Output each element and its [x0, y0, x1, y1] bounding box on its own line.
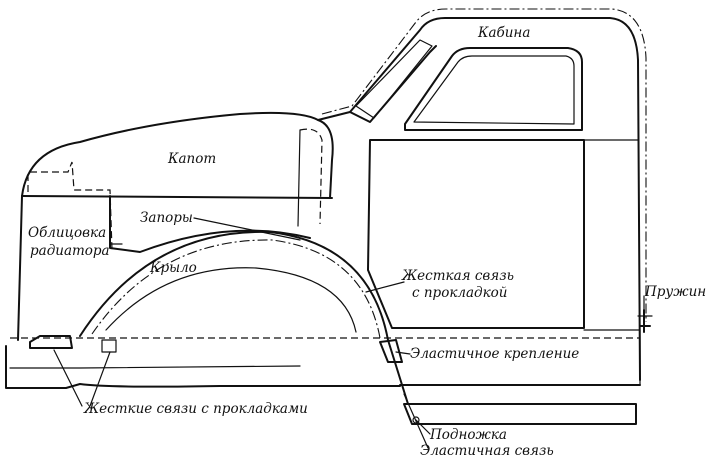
- elastic-mount-block: [379, 339, 403, 363]
- fender-arch-dash: [91, 239, 381, 339]
- leader-elastic-link: [403, 393, 429, 449]
- front-fender-top: [109, 195, 311, 253]
- windshield-strip: [355, 39, 433, 119]
- fender-arch-outer: [79, 230, 409, 405]
- label-spring: Пружина: [644, 284, 706, 300]
- hood-outline: [21, 111, 334, 199]
- hood-lower-edge: [21, 195, 333, 199]
- label-hood: Капот: [167, 151, 216, 167]
- elastic-link-joint: [412, 416, 420, 424]
- cabin-outline: [317, 17, 641, 381]
- radiator-grille: [17, 195, 23, 341]
- hood-inner-dash: [27, 161, 113, 251]
- label-fender: Крыло: [149, 260, 197, 276]
- leader-step: [415, 419, 431, 435]
- label-elastic-mount: Эластичное крепление: [410, 346, 579, 362]
- label-radiator-2: радиатора: [30, 243, 110, 259]
- rear-pad: [101, 339, 117, 353]
- front-end: [5, 195, 640, 425]
- cabin: [317, 8, 653, 386]
- label-radiator-1: Облицовка: [28, 225, 106, 241]
- label-locks: Запоры: [140, 210, 193, 226]
- label-elastic-link: Эластичная связь: [420, 443, 554, 458]
- label-rigid-link-2: с прокладкой: [412, 285, 507, 301]
- cowl-dash: [299, 128, 323, 225]
- bumper: [5, 345, 401, 389]
- leader-pads-1: [53, 349, 83, 407]
- label-cabin: Кабина: [477, 25, 530, 41]
- fender-arch-inner: [105, 267, 357, 333]
- label-rigid-link-1: Жесткая связь: [401, 268, 514, 284]
- leader-rigid-link: [365, 281, 405, 293]
- door-window: [404, 47, 583, 131]
- windshield-pillar: [349, 45, 437, 123]
- leaders: [53, 217, 645, 449]
- bumper-line: [9, 365, 301, 369]
- leader-elastic-mount: [395, 351, 411, 355]
- running-board: [403, 403, 637, 425]
- cabin-dash-outline: [321, 8, 647, 322]
- hood: [21, 111, 334, 251]
- leader-pads-2: [89, 351, 111, 407]
- leader-locks: [193, 217, 301, 241]
- label-rigid-links-pads: Жесткие связи с прокладками: [83, 401, 308, 417]
- label-step: Подножка: [429, 427, 507, 443]
- cowl-line: [297, 129, 301, 227]
- spring-icon: [639, 309, 651, 333]
- door-window-inner: [413, 55, 575, 125]
- front-pad: [29, 335, 73, 349]
